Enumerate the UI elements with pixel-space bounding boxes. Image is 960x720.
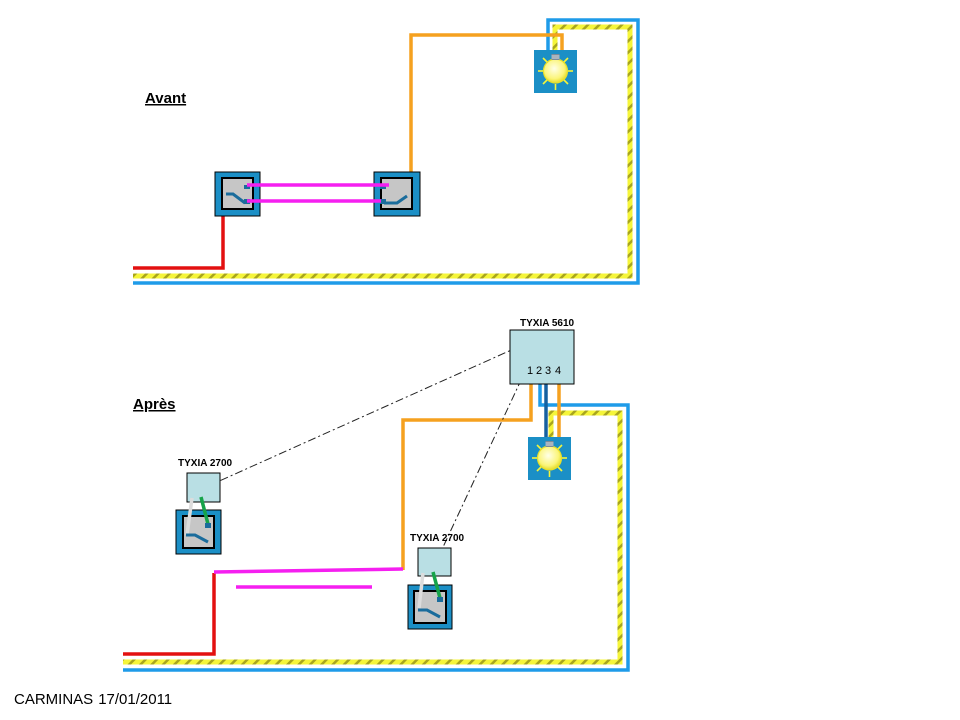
radio-link-right — [436, 377, 523, 561]
earth-wire-after — [123, 410, 623, 665]
footer-author: CARMINAS — [14, 691, 94, 708]
neutral-wire-after — [123, 377, 630, 672]
switch-leg-green-left — [199, 496, 210, 525]
phase-wire-before — [133, 196, 225, 270]
receiver-label: TYXIA 5610 — [520, 318, 575, 329]
neutral-wire-before — [133, 18, 640, 285]
receiver-terminal-1: 1 — [527, 365, 533, 377]
switch-leg-grey-left — [185, 497, 194, 536]
transmitter-left-label: TYXIA 2700 — [178, 458, 233, 469]
switch-leg-grey-right — [417, 572, 425, 609]
transmitter-right-label: TYXIA 2700 — [410, 533, 465, 544]
switch-leg-green-right — [431, 571, 442, 599]
phase-feed-wire-terminal-1 — [401, 377, 533, 570]
lamp-before[interactable] — [533, 49, 578, 94]
traveler-wire-connected-after — [213, 567, 404, 574]
lamp-after[interactable] — [527, 436, 572, 481]
section-title-before: Avant — [145, 90, 186, 107]
radio-link-left — [205, 346, 519, 488]
section-title-after: Après — [133, 396, 176, 413]
receiver-terminal-4: 4 — [555, 365, 561, 377]
two-way-switch-1-before[interactable] — [214, 171, 261, 217]
receiver-terminal-3: 3 — [545, 365, 551, 377]
transmitter-tyxia-2700-right[interactable]: TYXIA 2700 — [407, 533, 465, 630]
lamp-return-wire-before — [409, 33, 564, 192]
phase-wire-after — [123, 573, 216, 656]
two-way-switch-2-before[interactable] — [373, 171, 421, 217]
footer-date: 17/01/2011 — [98, 691, 173, 708]
transmitter-tyxia-2700-left[interactable]: TYXIA 2700 — [175, 458, 233, 555]
receiver-tyxia-5610[interactable]: TYXIA 5610 1 2 3 4 — [509, 318, 575, 385]
receiver-terminal-2: 2 — [536, 365, 542, 377]
